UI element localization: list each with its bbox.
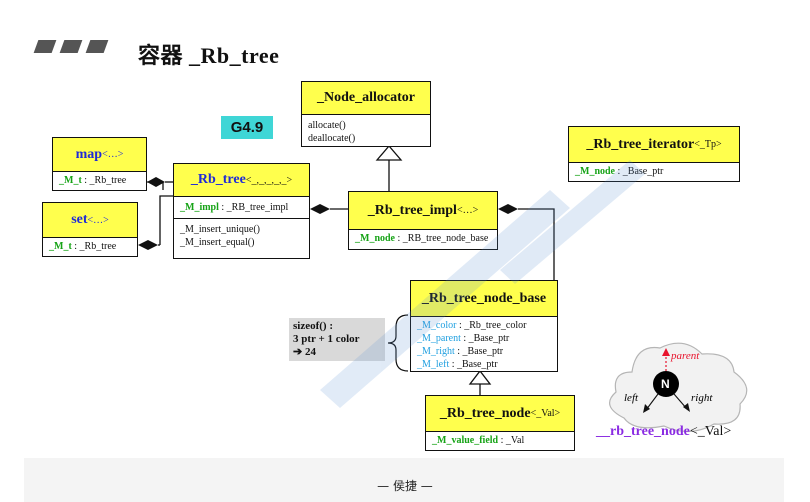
class-node-allocator-name: _Node_allocator: [302, 82, 430, 115]
field-mparent: _M_parent: [417, 333, 461, 344]
node-letter: N: [661, 377, 670, 391]
class-rb-tree-impl: _Rb_tree_impl<…> _M_node : _RB_tree_node…: [348, 191, 498, 250]
class-rb-tree-iterator: _Rb_tree_iterator<_Tp> _M_node : _Base_p…: [568, 126, 740, 182]
edge-map-diamond: [147, 177, 165, 187]
method-insert-unique: _M_insert_unique(): [180, 224, 260, 235]
class-map-name: map: [75, 146, 103, 162]
field-iterator-mnode: _M_node: [575, 166, 615, 177]
edge-rbtree-impl-diamond: [310, 204, 330, 214]
class-rb-tree: _Rb_tree<_,_,_,_,_> _M_impl : _RB_tree_i…: [173, 163, 310, 259]
edge-set-diamond: [138, 240, 158, 250]
class-iterator-name: _Rb_tree_iterator: [586, 136, 695, 152]
class-set-name: set: [71, 212, 88, 227]
class-rb-tree-impl-name: _Rb_tree_impl: [367, 202, 457, 218]
field-set-mt: _M_t: [49, 241, 72, 252]
field-map-mt: _M_t: [59, 175, 82, 186]
node-circle: [653, 371, 679, 397]
class-node-tpl: <_Val>: [530, 408, 561, 419]
field-mcolor: _M_color: [417, 320, 457, 331]
class-node-base-name: _Rb_tree_node_base: [411, 281, 557, 317]
class-node-allocator: _Node_allocator allocate() deallocate(): [301, 81, 431, 147]
edge-impl-nodebase-diamond: [498, 204, 518, 214]
page-title: 容器 _Rb_tree: [138, 43, 280, 68]
right-arrowhead: [683, 403, 690, 412]
field-mright: _M_right: [417, 346, 455, 357]
sizeof-note: sizeof() : 3 ptr + 1 color ➔ 24: [289, 318, 385, 361]
class-set-tpl: <…>: [87, 214, 109, 226]
version-badge: G4.9: [221, 116, 273, 139]
footer-author: — 侯捷 —: [377, 479, 433, 493]
node-parent-label: parent: [671, 350, 700, 362]
class-rb-tree-name: _Rb_tree: [190, 172, 246, 187]
method-deallocate: deallocate(): [308, 133, 356, 144]
field-mleft: _M_left: [417, 359, 450, 370]
edge-node-nodebase-arrow: [468, 369, 492, 385]
field-mcolor-type: : _Rb_tree_color: [458, 320, 527, 331]
edge-impl-allocator-arrow: [375, 145, 403, 161]
class-rb-tree-impl-tpl: <…>: [456, 205, 479, 216]
rb-tree-node-caption: __rb_tree_node<_Val>: [596, 424, 731, 440]
class-map: map<…> _M_t : _Rb_tree: [52, 137, 147, 191]
parent-arrowhead: [662, 348, 670, 356]
edge-set-rbtree: [159, 195, 174, 245]
class-rb-tree-tpl: <_,_,_,_,_>: [245, 174, 293, 186]
node-right-label: right: [691, 392, 713, 404]
field-iterator-mnode-type: : _Base_ptr: [617, 166, 664, 177]
sizeof-line3: ➔ 24: [293, 346, 316, 358]
field-rb-tree-mimpl: _M_impl: [180, 202, 219, 213]
field-mleft-type: : _Base_ptr: [451, 359, 498, 370]
field-mparent-type: : _Base_ptr: [463, 333, 510, 344]
class-map-tpl: <…>: [102, 149, 124, 160]
class-iterator-tpl: <_Tp>: [694, 139, 722, 150]
edge-impl-nodebase: [518, 208, 555, 280]
rb-tree-node-caption-name: __rb_tree_node: [596, 424, 690, 439]
sizeof-line1: sizeof() :: [293, 320, 334, 332]
field-impl-mnode-type: : _RB_tree_node_base: [397, 233, 489, 244]
field-value-field-type: : _Val: [500, 435, 525, 446]
rb-tree-node-caption-tpl: <_Val>: [689, 424, 732, 439]
field-rb-tree-mimpl-type: : _RB_tree_impl: [221, 202, 289, 213]
left-arrowhead: [643, 404, 650, 413]
class-rb-tree-node: _Rb_tree_node<_Val> _M_value_field : _Va…: [425, 395, 575, 451]
class-node-name: _Rb_tree_node: [439, 405, 531, 421]
field-value-field: _M_value_field: [432, 435, 499, 446]
node-left-label: left: [624, 392, 639, 404]
method-insert-equal: _M_insert_equal(): [180, 237, 255, 248]
footer-band: [24, 458, 784, 502]
method-allocate: allocate(): [308, 120, 346, 131]
class-set: set<…> _M_t : _Rb_tree: [42, 202, 138, 257]
field-set-mt-type: : _Rb_tree: [74, 241, 117, 252]
class-rb-tree-node-base: _Rb_tree_node_base _M_color : _Rb_tree_c…: [410, 280, 558, 372]
title-decoration: [33, 40, 120, 56]
field-impl-mnode: _M_node: [355, 233, 395, 244]
field-map-mt-type: : _Rb_tree: [84, 175, 127, 186]
sizeof-line2: 3 ptr + 1 color: [293, 333, 360, 345]
field-mright-type: : _Base_ptr: [457, 346, 504, 357]
sizeof-brace: [387, 314, 409, 372]
